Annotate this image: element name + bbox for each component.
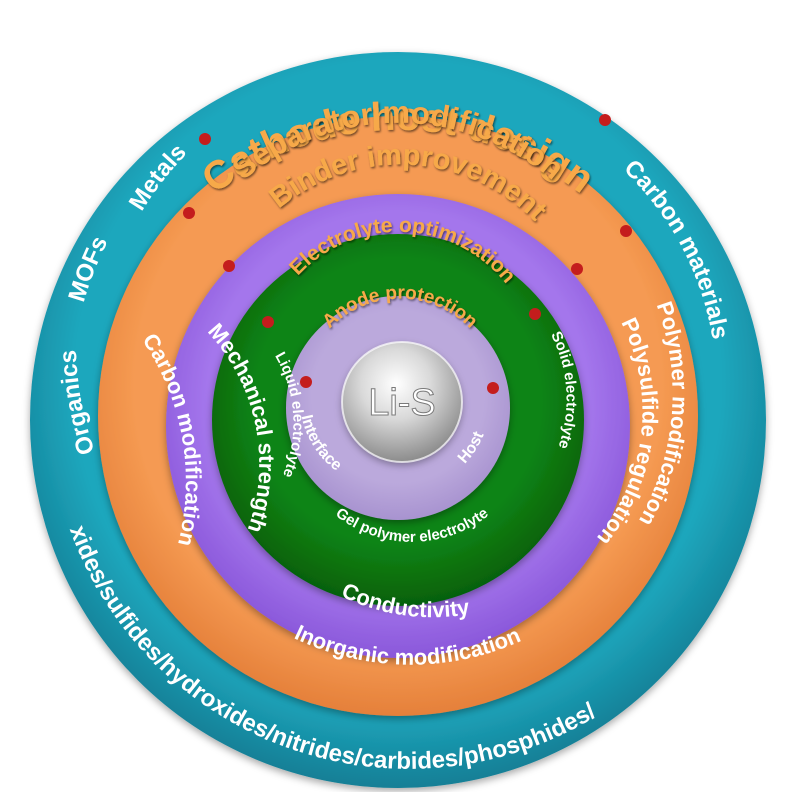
center-label: Li-S (368, 382, 436, 424)
red-dot (183, 207, 195, 219)
red-dot (300, 376, 312, 388)
center-disc-rim (341, 341, 463, 463)
red-dot (599, 114, 611, 126)
red-dot (262, 316, 274, 328)
center-disc (342, 342, 462, 462)
red-dot (223, 260, 235, 272)
red-dot (571, 263, 583, 275)
red-dot (620, 225, 632, 237)
red-dot (199, 133, 211, 145)
red-dots (183, 114, 632, 394)
red-dot (529, 308, 541, 320)
red-dot (487, 382, 499, 394)
